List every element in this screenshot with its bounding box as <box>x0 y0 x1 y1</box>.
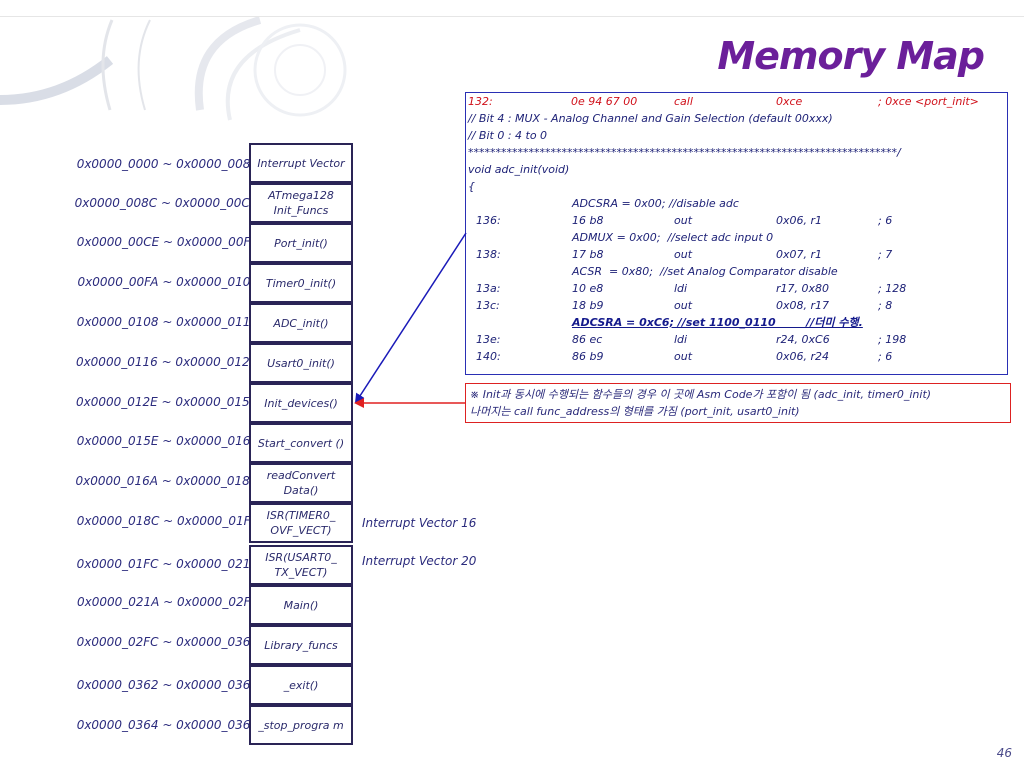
memory-block: ADC_init() <box>249 303 353 343</box>
memory-block: Init_devices() <box>249 383 353 423</box>
memory-block: _exit() <box>249 665 353 705</box>
memory-block: readConvert Data() <box>249 463 353 503</box>
slide-title: Memory Map <box>717 34 985 78</box>
memory-block: ATmega128 Init_Funcs <box>249 183 353 223</box>
code-source-line: { <box>468 180 475 193</box>
address-range-label: 0x0000_012E ~ 0x0000_015C <box>75 395 258 409</box>
code-highlight-line: ADCSRA = 0xC6; //set 1100_0110 //더미 수행. <box>572 316 863 329</box>
memory-block: Usart0_init() <box>249 343 353 383</box>
code-source-line: ACSR = 0x80; //set Analog Comparator dis… <box>572 265 838 278</box>
address-range-label: 0x0000_015E ~ 0x0000_0168 <box>76 434 258 448</box>
memory-block: Main() <box>249 585 353 625</box>
code-line: 138: 17 b8 out 0x07, r1 ; 7 <box>476 248 893 261</box>
header-divider <box>0 16 1024 17</box>
address-range-label: 0x0000_00CE ~ 0x0000_00F8 <box>76 235 258 249</box>
code-source-line: ADMUX = 0x00; //select adc input 0 <box>572 231 774 244</box>
interrupt-vector-label: Interrupt Vector 16 <box>362 516 477 530</box>
background-swirl-decoration <box>0 16 347 121</box>
code-comment-line: // Bit 0 : 4 to 0 <box>468 129 548 142</box>
code-source-line: ADCSRA = 0x00; //disable adc <box>572 197 739 210</box>
address-range-label: 0x0000_018C ~ 0x0000_01FA <box>76 514 258 528</box>
memory-block: Port_init() <box>249 223 353 263</box>
address-range-label: 0x0000_02FC ~ 0x0000_0360 <box>76 635 258 649</box>
asm-listing-box: 132: 0e 94 67 00 call 0xce ; 0xce <port_… <box>465 92 1008 375</box>
interrupt-vector-label: Interrupt Vector 20 <box>362 554 477 568</box>
code-source-line: void adc_init(void) <box>468 163 570 176</box>
memory-block: Timer0_init() <box>249 263 353 303</box>
address-range-label: 0x0000_0116 ~ 0x0000_012C <box>75 355 258 369</box>
code-line: 13e: 86 ec ldi r24, 0xC6 ; 198 <box>476 333 907 346</box>
memory-block: _stop_progra m <box>249 705 353 745</box>
code-line: 13a: 10 e8 ldi r17, 0x80 ; 128 <box>476 282 907 295</box>
code-line: 132: 0e 94 67 00 call 0xce ; 0xce <port_… <box>468 95 979 108</box>
code-line: 140: 86 b9 out 0x06, r24 ; 6 <box>476 350 893 363</box>
address-range-label: 0x0000_0362 ~ 0x0000_0362 <box>76 678 258 692</box>
code-line: 13c: 18 b9 out 0x08, r17 ; 8 <box>476 299 893 312</box>
note-box: ※ Init과 동시에 수행되는 함수들의 경우 이 곳에 Asm Code가 … <box>465 383 1011 423</box>
address-range-label: 0x0000_0364 ~ 0x0000_0364 <box>76 718 258 732</box>
memory-block: Interrupt Vector <box>249 143 353 183</box>
address-range-label: 0x0000_021A ~ 0x0000_02FA <box>76 595 258 609</box>
address-range-label: 0x0000_01FC ~ 0x0000_0218 <box>76 557 258 571</box>
code-comment-line: ****************************************… <box>468 146 901 159</box>
note-line: ※ Init과 동시에 수행되는 함수들의 경우 이 곳에 Asm Code가 … <box>470 388 932 401</box>
memory-block: Library_funcs <box>249 625 353 665</box>
address-range-label: 0x0000_008C ~ 0x0000_00CA <box>74 196 258 210</box>
address-range-label: 0x0000_0108 ~ 0x0000_0114 <box>76 315 258 329</box>
code-line: 136: 16 b8 out 0x06, r1 ; 6 <box>476 214 893 227</box>
page-number: 46 <box>996 746 1012 760</box>
address-range-label: 0x0000_0000 ~ 0x0000_0088 <box>76 157 258 171</box>
memory-block: Start_convert () <box>249 423 353 463</box>
memory-block: ISR(TIMER0_ OVF_VECT) <box>249 503 353 543</box>
address-range-label: 0x0000_00FA ~ 0x0000_0106 <box>77 275 258 289</box>
note-line: 나머지는 call func_address의 형태를 가짐 (port_ini… <box>470 405 800 418</box>
code-comment-line: // Bit 4 : MUX - Analog Channel and Gain… <box>468 112 833 125</box>
address-range-label: 0x0000_016A ~ 0x0000_018A <box>75 474 258 488</box>
blue-arrow <box>354 232 467 404</box>
memory-block: ISR(USART0_ TX_VECT) <box>249 545 353 585</box>
